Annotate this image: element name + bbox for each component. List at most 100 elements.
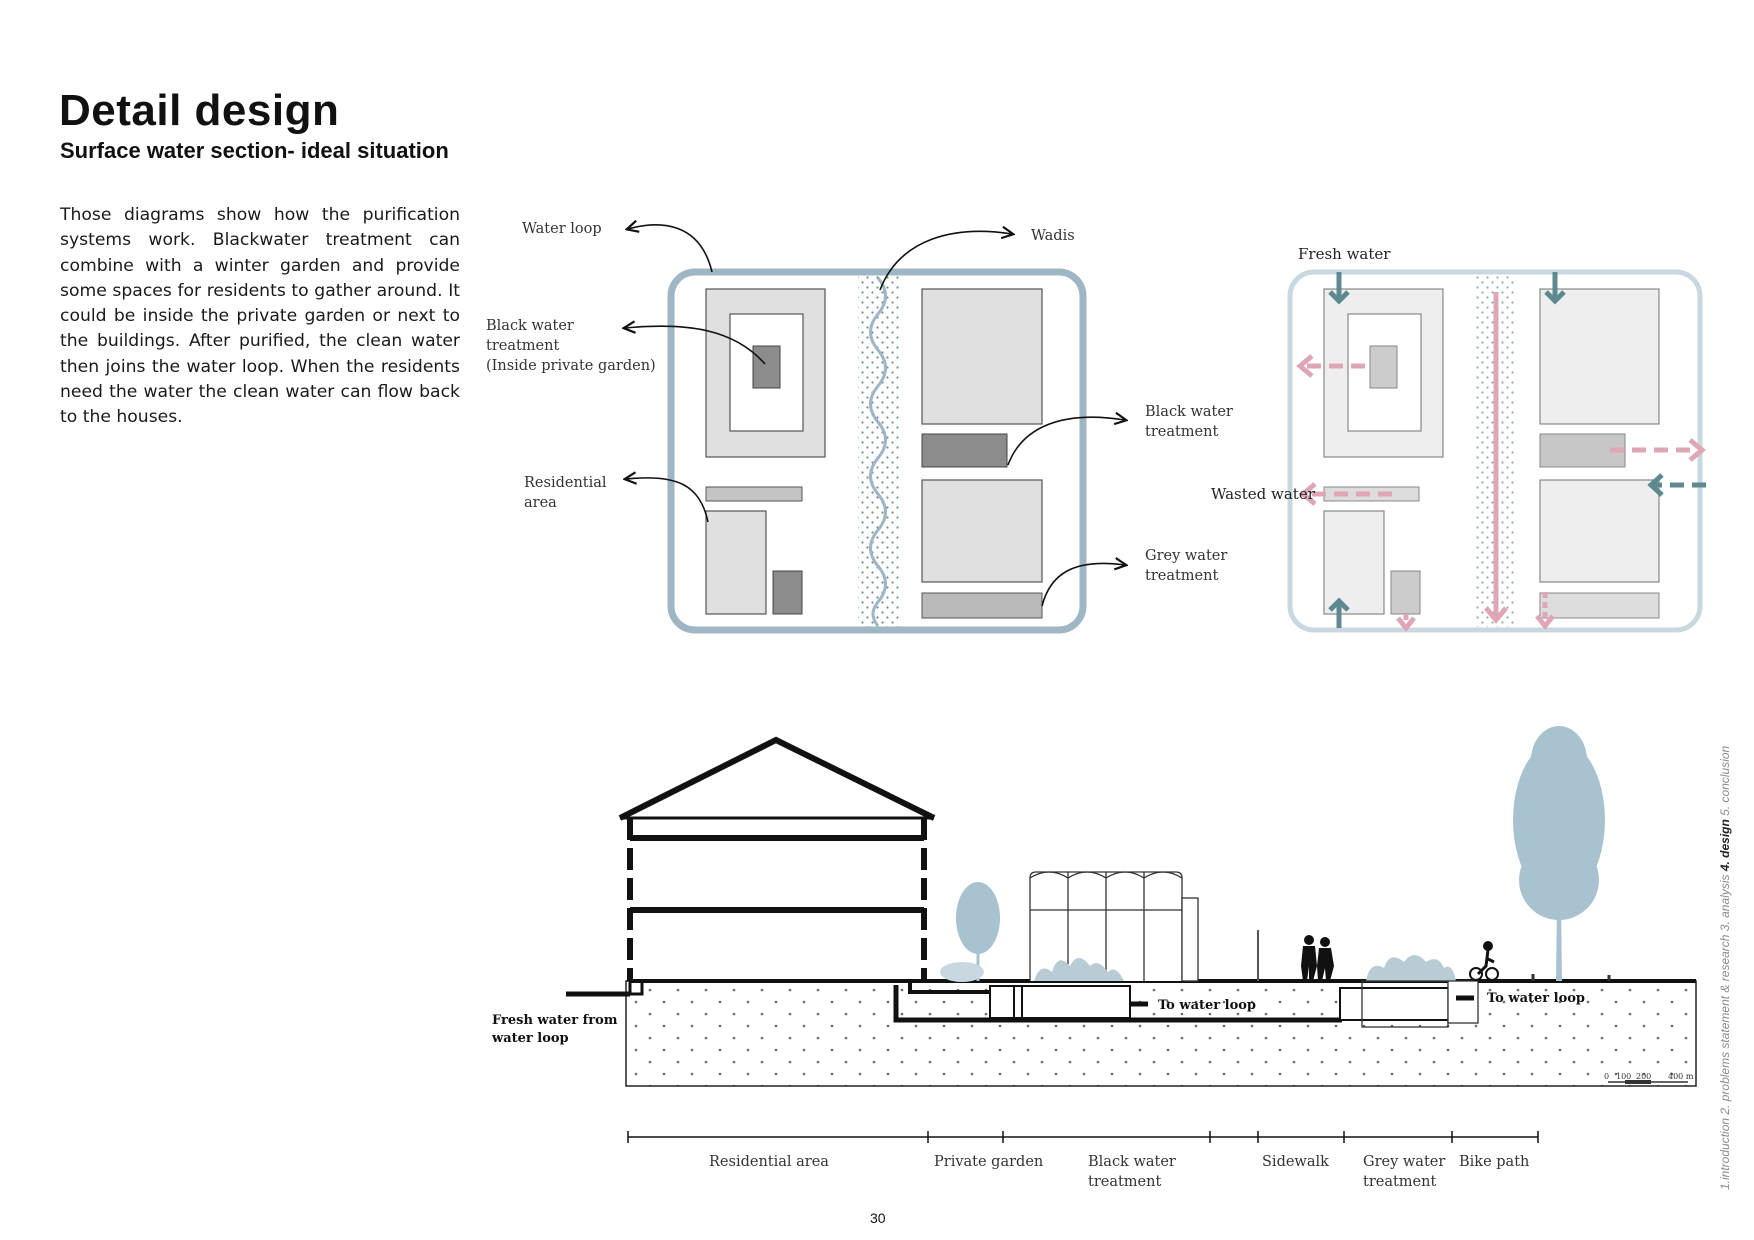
cyclist bbox=[1469, 941, 1499, 981]
zone-black-water-1: Black water bbox=[1088, 1154, 1176, 1170]
grey-water-tank bbox=[1339, 987, 1451, 1021]
scale-200: 200 bbox=[1636, 1072, 1651, 1081]
plan-right: Fresh water Wasted water bbox=[1211, 245, 1706, 633]
black-water-unit bbox=[752, 345, 781, 389]
label-fresh-from-1: Fresh water from bbox=[492, 1013, 618, 1028]
label-grey-1: Grey water bbox=[1145, 548, 1227, 564]
black-water-tank bbox=[989, 985, 1131, 1019]
garden-shrubs bbox=[1034, 958, 1124, 981]
page-number: 30 bbox=[870, 1210, 886, 1226]
pedestrian-1-body bbox=[1301, 946, 1317, 981]
pipe-connector bbox=[628, 981, 644, 996]
chapter-nav-suffix: 5. conclusion bbox=[1718, 745, 1732, 820]
label-wadis: Wadis bbox=[1031, 228, 1075, 244]
block-right-bottom-2 bbox=[1539, 479, 1660, 583]
chapter-nav-current: 4. design bbox=[1718, 819, 1732, 872]
label-fresh-from-2: water loop bbox=[491, 1031, 569, 1046]
pedestrians bbox=[1301, 935, 1334, 981]
wadi-strip bbox=[858, 275, 900, 627]
scale-bar: 0 100 200 400 m bbox=[1604, 1072, 1694, 1084]
underground-pipe bbox=[893, 985, 1342, 1023]
teal-flow-arrowhead-1 bbox=[1328, 290, 1350, 305]
residential-block bbox=[705, 510, 767, 615]
teal-flow-arrowhead-4 bbox=[1647, 473, 1664, 497]
zone-black-water-2: treatment bbox=[1088, 1174, 1161, 1190]
label-black-water-3: (Inside private garden) bbox=[486, 358, 656, 374]
large-tree-crown-2 bbox=[1531, 726, 1587, 794]
greenhouse-tops bbox=[1029, 871, 1183, 879]
cyclist-wheel-front bbox=[1485, 967, 1499, 981]
black-unit-right bbox=[1369, 345, 1398, 389]
pink-flow-arrowhead-2 bbox=[1299, 482, 1317, 506]
page-subtitle: Surface water section- ideal situation bbox=[60, 138, 449, 163]
intro-paragraph: Those diagrams show how the purification… bbox=[60, 205, 460, 428]
large-tree bbox=[1513, 726, 1605, 981]
pink-flow-arrowhead-6 bbox=[1688, 438, 1706, 462]
label-black-right-1: Black water bbox=[1145, 404, 1233, 420]
tank-divider bbox=[1013, 986, 1023, 1018]
pink-flow-arrowhead-5 bbox=[1535, 614, 1555, 631]
grey-water-shrubs bbox=[1366, 955, 1456, 981]
label-to-loop-1: To water loop bbox=[1158, 998, 1256, 1013]
grey-water-unit bbox=[772, 570, 803, 615]
res-block-right bbox=[1323, 510, 1385, 615]
small-tree-shrub bbox=[940, 962, 984, 982]
house-section bbox=[618, 736, 936, 981]
label-black-right-2: treatment bbox=[1145, 424, 1218, 440]
label-residential-2: area bbox=[524, 495, 557, 511]
cross-section: 0 100 200 400 m Fresh water from water l… bbox=[491, 726, 1697, 1190]
greenhouse bbox=[1029, 871, 1199, 982]
label-water-loop: Water loop bbox=[522, 221, 602, 237]
zone-grey-water-1: Grey water bbox=[1363, 1154, 1445, 1170]
block-right-top-2 bbox=[1539, 288, 1660, 425]
large-tree-crown-3 bbox=[1519, 840, 1599, 920]
pink-flow-arrowhead-1 bbox=[1296, 354, 1314, 378]
grey-strip-right bbox=[1539, 592, 1660, 619]
chapter-nav-prefix: 1.introduction 2. problems statement & r… bbox=[1718, 871, 1732, 1191]
pedestrian-2-head bbox=[1320, 937, 1330, 947]
large-tree-trunk bbox=[1556, 900, 1562, 981]
wasted-water-flows bbox=[1296, 292, 1706, 633]
small-tree bbox=[940, 882, 1000, 982]
callout-arrow-black-water bbox=[625, 326, 766, 365]
wadi-wave bbox=[869, 277, 887, 627]
small-tree-crown bbox=[956, 882, 1000, 954]
greenhouse-side bbox=[1181, 897, 1199, 982]
cyclist-body bbox=[1476, 949, 1495, 976]
callout-arrow-water-loop bbox=[628, 225, 713, 273]
teal-flow-arrowhead-2 bbox=[1544, 290, 1566, 305]
callout-arrow-black-right bbox=[1007, 417, 1125, 466]
callout-arrow-wadis bbox=[879, 231, 1012, 291]
callout-arrow-grey bbox=[1041, 563, 1125, 607]
grey-water-outlet-box bbox=[1447, 980, 1479, 1024]
teal-flow-arrowhead-3 bbox=[1328, 597, 1350, 612]
pink-flow-arrowhead-3 bbox=[1484, 606, 1508, 624]
label-black-water-2: treatment bbox=[486, 338, 559, 354]
plan-left: Water loop Wadis Black water treatment (… bbox=[486, 221, 1233, 634]
pink-flow-arrowhead-4 bbox=[1396, 616, 1416, 633]
pedestrian-2-body bbox=[1317, 948, 1334, 981]
label-black-water-1: Black water bbox=[486, 318, 574, 334]
black-water-strip bbox=[921, 433, 1008, 468]
zone-bike-path: Bike path bbox=[1459, 1154, 1529, 1170]
greenhouse-mullions bbox=[1030, 872, 1182, 981]
zone-residential: Residential area bbox=[709, 1154, 829, 1170]
label-fresh-water: Fresh water bbox=[1298, 245, 1391, 263]
cyclist-head bbox=[1483, 941, 1493, 951]
fresh-water-flows bbox=[1328, 272, 1706, 628]
zone-dimension-line bbox=[627, 1131, 1539, 1143]
house-roof bbox=[618, 736, 936, 821]
zone-labels: Residential area Private garden Black wa… bbox=[709, 1154, 1529, 1190]
label-residential-1: Residential bbox=[524, 475, 607, 491]
scale-bar-segment bbox=[1625, 1080, 1651, 1084]
pipe-inlet bbox=[908, 981, 990, 994]
chapter-navigation: 1.introduction 2. problems statement & r… bbox=[1718, 746, 1732, 1190]
scale-100: 100 bbox=[1616, 1072, 1631, 1081]
zone-private-garden: Private garden bbox=[934, 1154, 1043, 1170]
callout-arrow-residential bbox=[626, 478, 709, 523]
block-right-bottom bbox=[921, 479, 1043, 583]
ground-soil bbox=[625, 980, 1697, 1087]
label-wasted-water: Wasted water bbox=[1211, 485, 1316, 503]
zone-ticks bbox=[627, 1131, 1539, 1143]
